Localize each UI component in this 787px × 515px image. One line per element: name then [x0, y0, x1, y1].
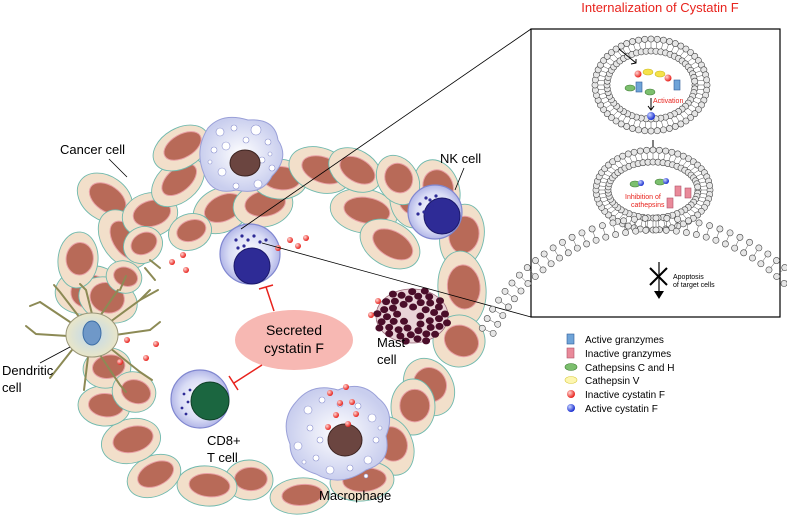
- legend-label: Inactive granzymes: [585, 349, 671, 360]
- legend-label: Cathepsins C and H: [585, 363, 675, 374]
- cd8-label-line2: T cell: [207, 450, 238, 465]
- cancer-cell: [269, 477, 331, 515]
- dendritic-cell: [25, 259, 161, 393]
- legend-label: Active granzymes: [585, 335, 664, 346]
- activation-label: Activation: [653, 98, 683, 105]
- apoptosis-label-line2: of target cells: [673, 282, 715, 289]
- inhibition-arrow-cd8: [233, 364, 263, 384]
- mast-label-line2: cell: [377, 352, 397, 367]
- inset-panel: [530, 28, 781, 318]
- cancer-cell: [375, 154, 421, 206]
- legend-item: Inactive granzymes: [566, 347, 671, 360]
- cancer-cell: [126, 453, 182, 499]
- cancer-cell: [176, 465, 238, 507]
- macrophage-label: Macrophage: [319, 488, 391, 503]
- cancer-cell: [328, 147, 382, 193]
- cancer-cell: [167, 213, 213, 251]
- inhibition-arrow-nk: [265, 286, 275, 312]
- macrophage-cell: [285, 385, 391, 481]
- legend-label: Cathepsin V: [585, 376, 640, 387]
- inhibition-label-line2: cathepsins: [631, 202, 665, 209]
- legend: Active granzymes Inactive granzymes Cath…: [564, 333, 675, 415]
- secreted-cystatin-dots: [117, 235, 381, 430]
- legend-item: Active cystatin F: [567, 404, 658, 415]
- legend-item: Inactive cystatin F: [567, 390, 665, 401]
- target-vesicle: [592, 146, 714, 234]
- vesicle-top-contents: Activation: [618, 48, 683, 120]
- inactive-granzyme-icon: [566, 347, 575, 359]
- target-cell-membrane: [478, 214, 787, 337]
- cd8-t-cell: [170, 369, 230, 429]
- cathepsin-v-icon: [564, 376, 578, 384]
- nk-cell-label: NK cell: [440, 151, 481, 166]
- active-granzyme-icon: [566, 333, 575, 345]
- dendritic-label-line1: Dendritic: [2, 363, 54, 378]
- vesicle-bottom-contents: Inhibition of cathepsins: [625, 178, 692, 209]
- inhibition-arrows: [228, 284, 275, 391]
- apoptosis-label-line1: Apoptosis: [673, 274, 704, 281]
- inhibition-label-line1: Inhibition of: [625, 194, 661, 201]
- cd8-label-line1: CD8+: [207, 433, 241, 448]
- inset-content: Activation Inhibition of cathepsins Apop…: [478, 35, 787, 337]
- mast-cell: [373, 287, 451, 345]
- nk-cell: [407, 184, 463, 240]
- mast-label-line1: Mast: [377, 335, 406, 350]
- cancer-cell: [57, 231, 99, 289]
- secreted-label-line1: Secreted: [266, 322, 322, 338]
- cancer-cell: [111, 371, 157, 413]
- cathepsin-ch-icon: [564, 363, 578, 371]
- cancer-cell: [123, 226, 163, 264]
- apoptosis-blocked: Apoptosis of target cells: [649, 262, 715, 299]
- cancer-cell-label: Cancer cell: [60, 142, 125, 157]
- legend-item: Cathepsins C and H: [564, 363, 675, 374]
- cancer-cell: [359, 218, 421, 270]
- legend-item: Cathepsin V: [564, 376, 640, 387]
- cell-labels: Cancer cell NK cell Dendritic cell Mast …: [2, 142, 481, 503]
- inhibition-bar-nk: [258, 284, 274, 290]
- secreted-cystatin-bubble: Secreted cystatin F: [235, 310, 353, 370]
- inactive-cystatin-icon: [567, 390, 575, 398]
- top-macrophage-cell: [199, 116, 284, 192]
- dendritic-label-line2: cell: [2, 380, 22, 395]
- legend-label: Active cystatin F: [585, 404, 658, 415]
- active-cystatin-icon: [567, 404, 575, 412]
- cancer-cell: [432, 314, 486, 368]
- cancer-cell: [390, 378, 436, 436]
- zoom-lines: [240, 28, 532, 318]
- inset-title: Internalization of Cystatin F: [581, 0, 739, 15]
- central-nk-cell: [219, 223, 281, 285]
- cancer-cell: [101, 417, 161, 465]
- inhibition-bar-cd8: [228, 375, 239, 391]
- legend-label: Inactive cystatin F: [585, 390, 665, 401]
- secreted-label-line2: cystatin F: [264, 340, 324, 356]
- legend-item: Active granzymes: [566, 333, 664, 346]
- cancer-cell: [152, 124, 210, 172]
